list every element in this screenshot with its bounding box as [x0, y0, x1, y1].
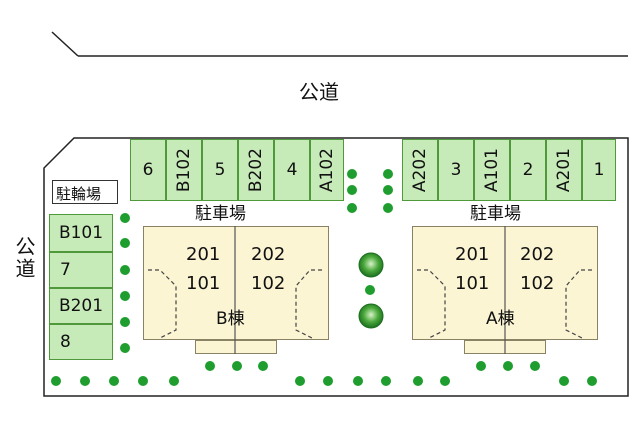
unit-b-201: 201 [186, 244, 221, 265]
space-a201: A201 [546, 139, 582, 201]
unit-a-101: 101 [455, 273, 490, 294]
left-road-label: 公道 [12, 236, 36, 280]
building-a-name: A棟 [486, 309, 515, 329]
space-a101: A101 [474, 139, 510, 201]
space-2: 2 [510, 139, 546, 201]
space-3: 3 [438, 139, 474, 201]
space-8: 8 [49, 324, 113, 360]
tree-icon [358, 252, 384, 329]
space-b102: B102 [166, 139, 202, 201]
bike-parking-label: 駐輪場 [52, 180, 118, 204]
space-b101: B101 [49, 214, 113, 252]
top-road-label: 公道 [299, 80, 339, 104]
parking-lot-label-left: 駐車場 [195, 204, 246, 224]
unit-b-101: 101 [186, 273, 221, 294]
unit-a-201: 201 [455, 244, 490, 265]
space-7: 7 [49, 252, 113, 288]
space-6: 6 [130, 139, 166, 201]
parking-lot-label-right: 駐車場 [470, 204, 521, 224]
unit-b-202: 202 [251, 244, 286, 265]
shrub-icon [51, 169, 597, 386]
building-b-entrance [195, 340, 277, 354]
space-a102: A102 [310, 139, 344, 201]
unit-b-102: 102 [251, 273, 286, 294]
space-b201: B201 [49, 288, 113, 324]
space-b202: B202 [238, 139, 274, 201]
space-4: 4 [274, 139, 310, 201]
space-a202: A202 [402, 139, 438, 201]
building-b-name: B棟 [216, 309, 245, 329]
space-5: 5 [202, 139, 238, 201]
unit-a-102: 102 [520, 273, 555, 294]
unit-a-202: 202 [520, 244, 555, 265]
space-1: 1 [582, 139, 616, 201]
